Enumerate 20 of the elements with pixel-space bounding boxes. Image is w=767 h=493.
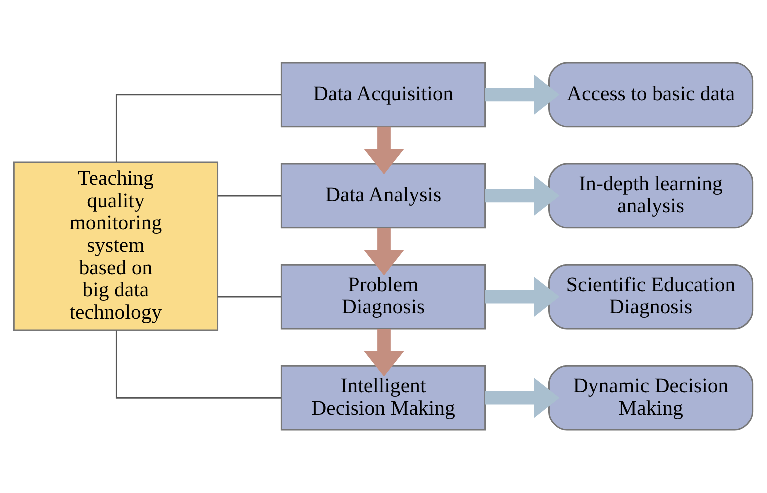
arrow [485,378,560,418]
connector [218,296,282,298]
node-box: Intelligent Decision Making [280,365,486,431]
node-box: Dynamic Decision Making [548,365,754,431]
arrow [485,276,560,318]
node-box: In-depth learning analysis [548,163,754,229]
connector [218,195,282,197]
node-box: Access to basic data [548,62,754,128]
connector [116,330,282,399]
arrow [364,329,404,377]
arrow [485,176,560,216]
arrow [485,74,560,116]
node-box: Teaching quality monitoring system based on big data technology [13,162,219,332]
node-box: Data Acquisition [280,62,486,128]
arrow [364,228,404,276]
arrow [364,126,404,175]
connector [116,94,282,162]
node-box: Problem Diagnosis [280,264,486,330]
node-box: Data Analysis [280,163,486,229]
node-box: Scientific Education Diagnosis [548,264,754,330]
